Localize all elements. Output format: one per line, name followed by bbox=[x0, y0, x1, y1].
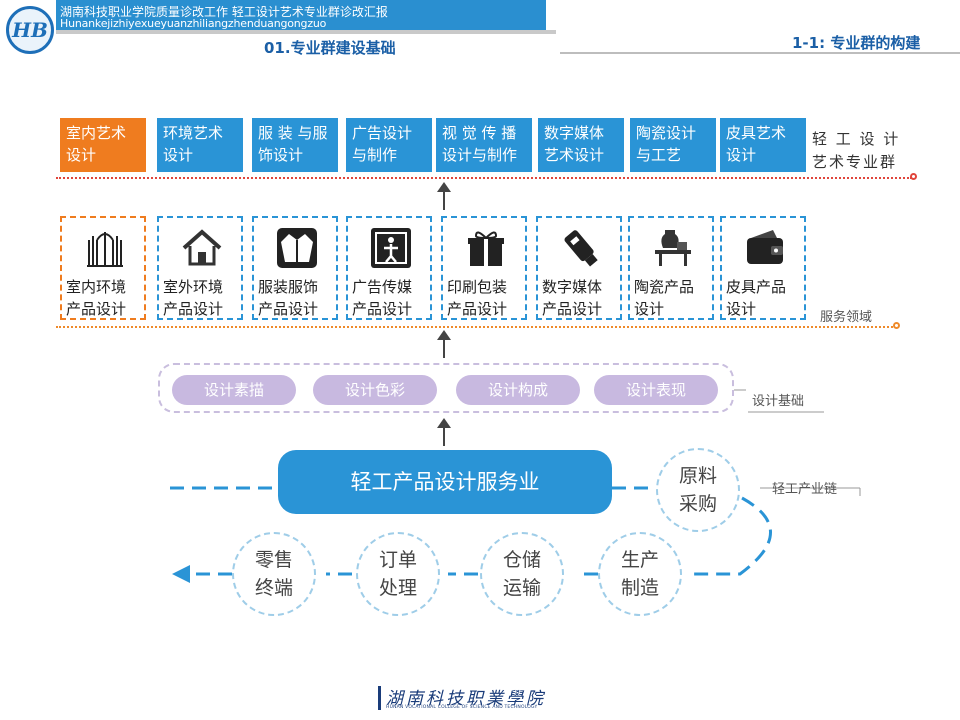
college-logo-icon: HB bbox=[6, 6, 54, 54]
chain-node-line2: 采购 bbox=[678, 493, 717, 515]
service-interior: 室内环境产品设计 bbox=[60, 216, 146, 320]
major-group-label-line2: 艺术专业群 bbox=[812, 153, 898, 171]
service-packaging: 印刷包装产品设计 bbox=[441, 216, 527, 320]
major-divider-line bbox=[56, 177, 912, 179]
footer-college-name: 湖南科技职業學院 bbox=[386, 689, 546, 709]
service-outdoor: 室外环境产品设计 bbox=[157, 216, 243, 320]
design-basics-frame bbox=[158, 363, 734, 413]
basic-sketch: 设计素描 bbox=[172, 375, 296, 405]
service-label-line1: 皮具产品 bbox=[726, 278, 787, 296]
header-pinyin: Hunankejizhiyexueyuanzhiliangzhenduangon… bbox=[60, 17, 327, 30]
major-fashion-design: 服 装 与服饰设计 bbox=[252, 118, 338, 172]
header-band bbox=[56, 0, 546, 30]
ceramics-icon bbox=[655, 230, 691, 266]
header-divider bbox=[56, 30, 556, 34]
chain-node-line1: 生产 bbox=[620, 549, 659, 571]
section-title: 01.专业群建设基础 bbox=[264, 39, 396, 57]
service-label-line1: 数字媒体 bbox=[542, 278, 603, 296]
arrow-up-icon bbox=[437, 418, 451, 446]
chain-node-line1: 零售 bbox=[254, 549, 293, 571]
chain-node-line1: 原料 bbox=[678, 465, 717, 487]
service-field-label: 服务领域 bbox=[820, 310, 873, 325]
service-label-line2: 设计 bbox=[726, 300, 757, 318]
chain-flow-lines bbox=[170, 486, 861, 583]
service-label-line1: 室外环境 bbox=[163, 278, 224, 296]
subsection-title: 1-1: 专业群的构建 bbox=[792, 34, 921, 52]
service-fashion: 服装服饰产品设计 bbox=[252, 216, 338, 320]
chain-production: 生产制造 bbox=[598, 532, 682, 616]
light-industry-design-service: 轻工产品设计服务业 bbox=[278, 450, 612, 514]
header-title: 湖南科技职业学院质量诊改工作 轻工设计艺术专业群诊改汇报 bbox=[60, 5, 388, 19]
gift-icon bbox=[468, 231, 504, 266]
service-label-line1: 广告传媒 bbox=[352, 278, 413, 296]
service-label-line1: 印刷包装 bbox=[447, 278, 508, 296]
arrow-up-icon bbox=[437, 182, 451, 210]
chain-retail: 零售终端 bbox=[232, 532, 316, 616]
service-label-line1: 服装服饰 bbox=[258, 278, 319, 296]
chain-raw-material: 原料采购 bbox=[656, 448, 740, 532]
service-ceramics: 陶瓷产品设计 bbox=[628, 216, 714, 320]
footer-logo-bar bbox=[378, 686, 381, 710]
basic-expression: 设计表现 bbox=[594, 375, 718, 405]
media-icon bbox=[371, 228, 411, 268]
footer-college-name-en: HUNAN VOCATIONAL COLLEGE OF SCIENCE AND … bbox=[386, 705, 538, 710]
major-group-label-line1: 轻 工 设 计 bbox=[812, 130, 901, 148]
chain-storage: 仓储运输 bbox=[480, 532, 564, 616]
major-leather-design: 皮具艺术设计 bbox=[720, 118, 806, 172]
service-label-line2: 产品设计 bbox=[447, 300, 508, 318]
major-digital-media: 数字媒体艺术设计 bbox=[538, 118, 624, 172]
service-label-line2: 产品设计 bbox=[258, 300, 319, 318]
major-ceramics-design: 陶瓷设计与工艺 bbox=[630, 118, 716, 172]
chain-node-line1: 仓储 bbox=[502, 549, 541, 571]
service-divider-line bbox=[56, 326, 896, 328]
major-environment-design: 环境艺术设计 bbox=[157, 118, 243, 172]
service-label-line2: 产品设计 bbox=[352, 300, 413, 318]
major-interior-design: 室内艺术设计 bbox=[60, 118, 146, 172]
house-icon bbox=[182, 229, 222, 266]
basic-composition: 设计构成 bbox=[456, 375, 580, 405]
chain-order: 订单处理 bbox=[356, 532, 440, 616]
major-visual-communication: 视 觉 传 播设计与制作 bbox=[436, 118, 532, 172]
wallet-icon bbox=[747, 230, 783, 264]
service-label-line1: 陶瓷产品 bbox=[634, 278, 695, 296]
chain-node-line2: 运输 bbox=[502, 577, 541, 599]
design-basics-label: 设计基础 bbox=[752, 394, 805, 409]
major-group-label: 轻 工 设 计 艺术专业群 bbox=[812, 128, 900, 174]
basic-color: 设计色彩 bbox=[313, 375, 437, 405]
major-divider-end bbox=[910, 173, 917, 180]
service-label-line2: 产品设计 bbox=[542, 300, 603, 318]
service-label-line1: 室内环境 bbox=[66, 278, 127, 296]
arrow-up-icon bbox=[437, 330, 451, 358]
service-label-line2: 设计 bbox=[634, 300, 665, 318]
service-label-line2: 产品设计 bbox=[66, 300, 127, 318]
gate-icon bbox=[87, 232, 123, 267]
usb-icon bbox=[564, 230, 598, 267]
service-leather: 皮具产品设计 bbox=[720, 216, 806, 320]
jacket-icon bbox=[277, 228, 317, 268]
header-right-line bbox=[560, 52, 960, 54]
industry-chain-label: 轻工产业链 bbox=[772, 482, 838, 497]
chain-node-line2: 处理 bbox=[378, 577, 417, 599]
major-advertising-design: 广告设计与制作 bbox=[346, 118, 432, 172]
chain-node-line2: 终端 bbox=[254, 577, 293, 599]
service-divider-end bbox=[893, 322, 900, 329]
service-media: 广告传媒产品设计 bbox=[346, 216, 432, 320]
chain-node-line2: 制造 bbox=[620, 577, 659, 599]
basics-connector bbox=[734, 389, 824, 413]
chain-node-line1: 订单 bbox=[378, 549, 417, 571]
service-digital-media: 数字媒体产品设计 bbox=[536, 216, 622, 320]
service-label-line2: 产品设计 bbox=[163, 300, 224, 318]
